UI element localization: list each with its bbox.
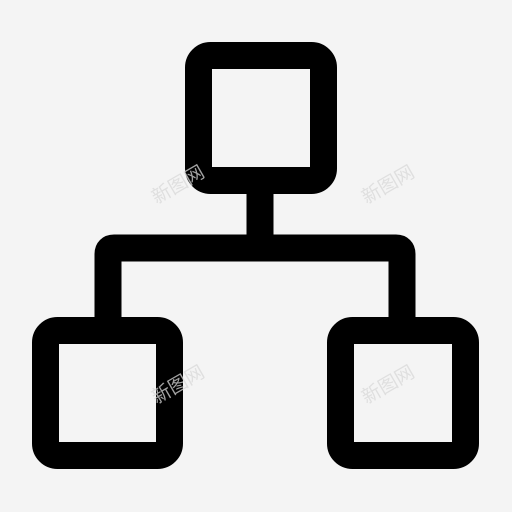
watermark-layer: 新图网 新图网 新图网 新图网 [148, 161, 418, 409]
top-node-box [185, 42, 337, 194]
branch-connector [94, 234, 416, 343]
hierarchy-strokes [32, 42, 479, 469]
watermark-text-1: 新图网 [148, 161, 208, 209]
watermark-text-4: 新图网 [358, 361, 418, 409]
watermark-text-2: 新图网 [358, 161, 418, 209]
